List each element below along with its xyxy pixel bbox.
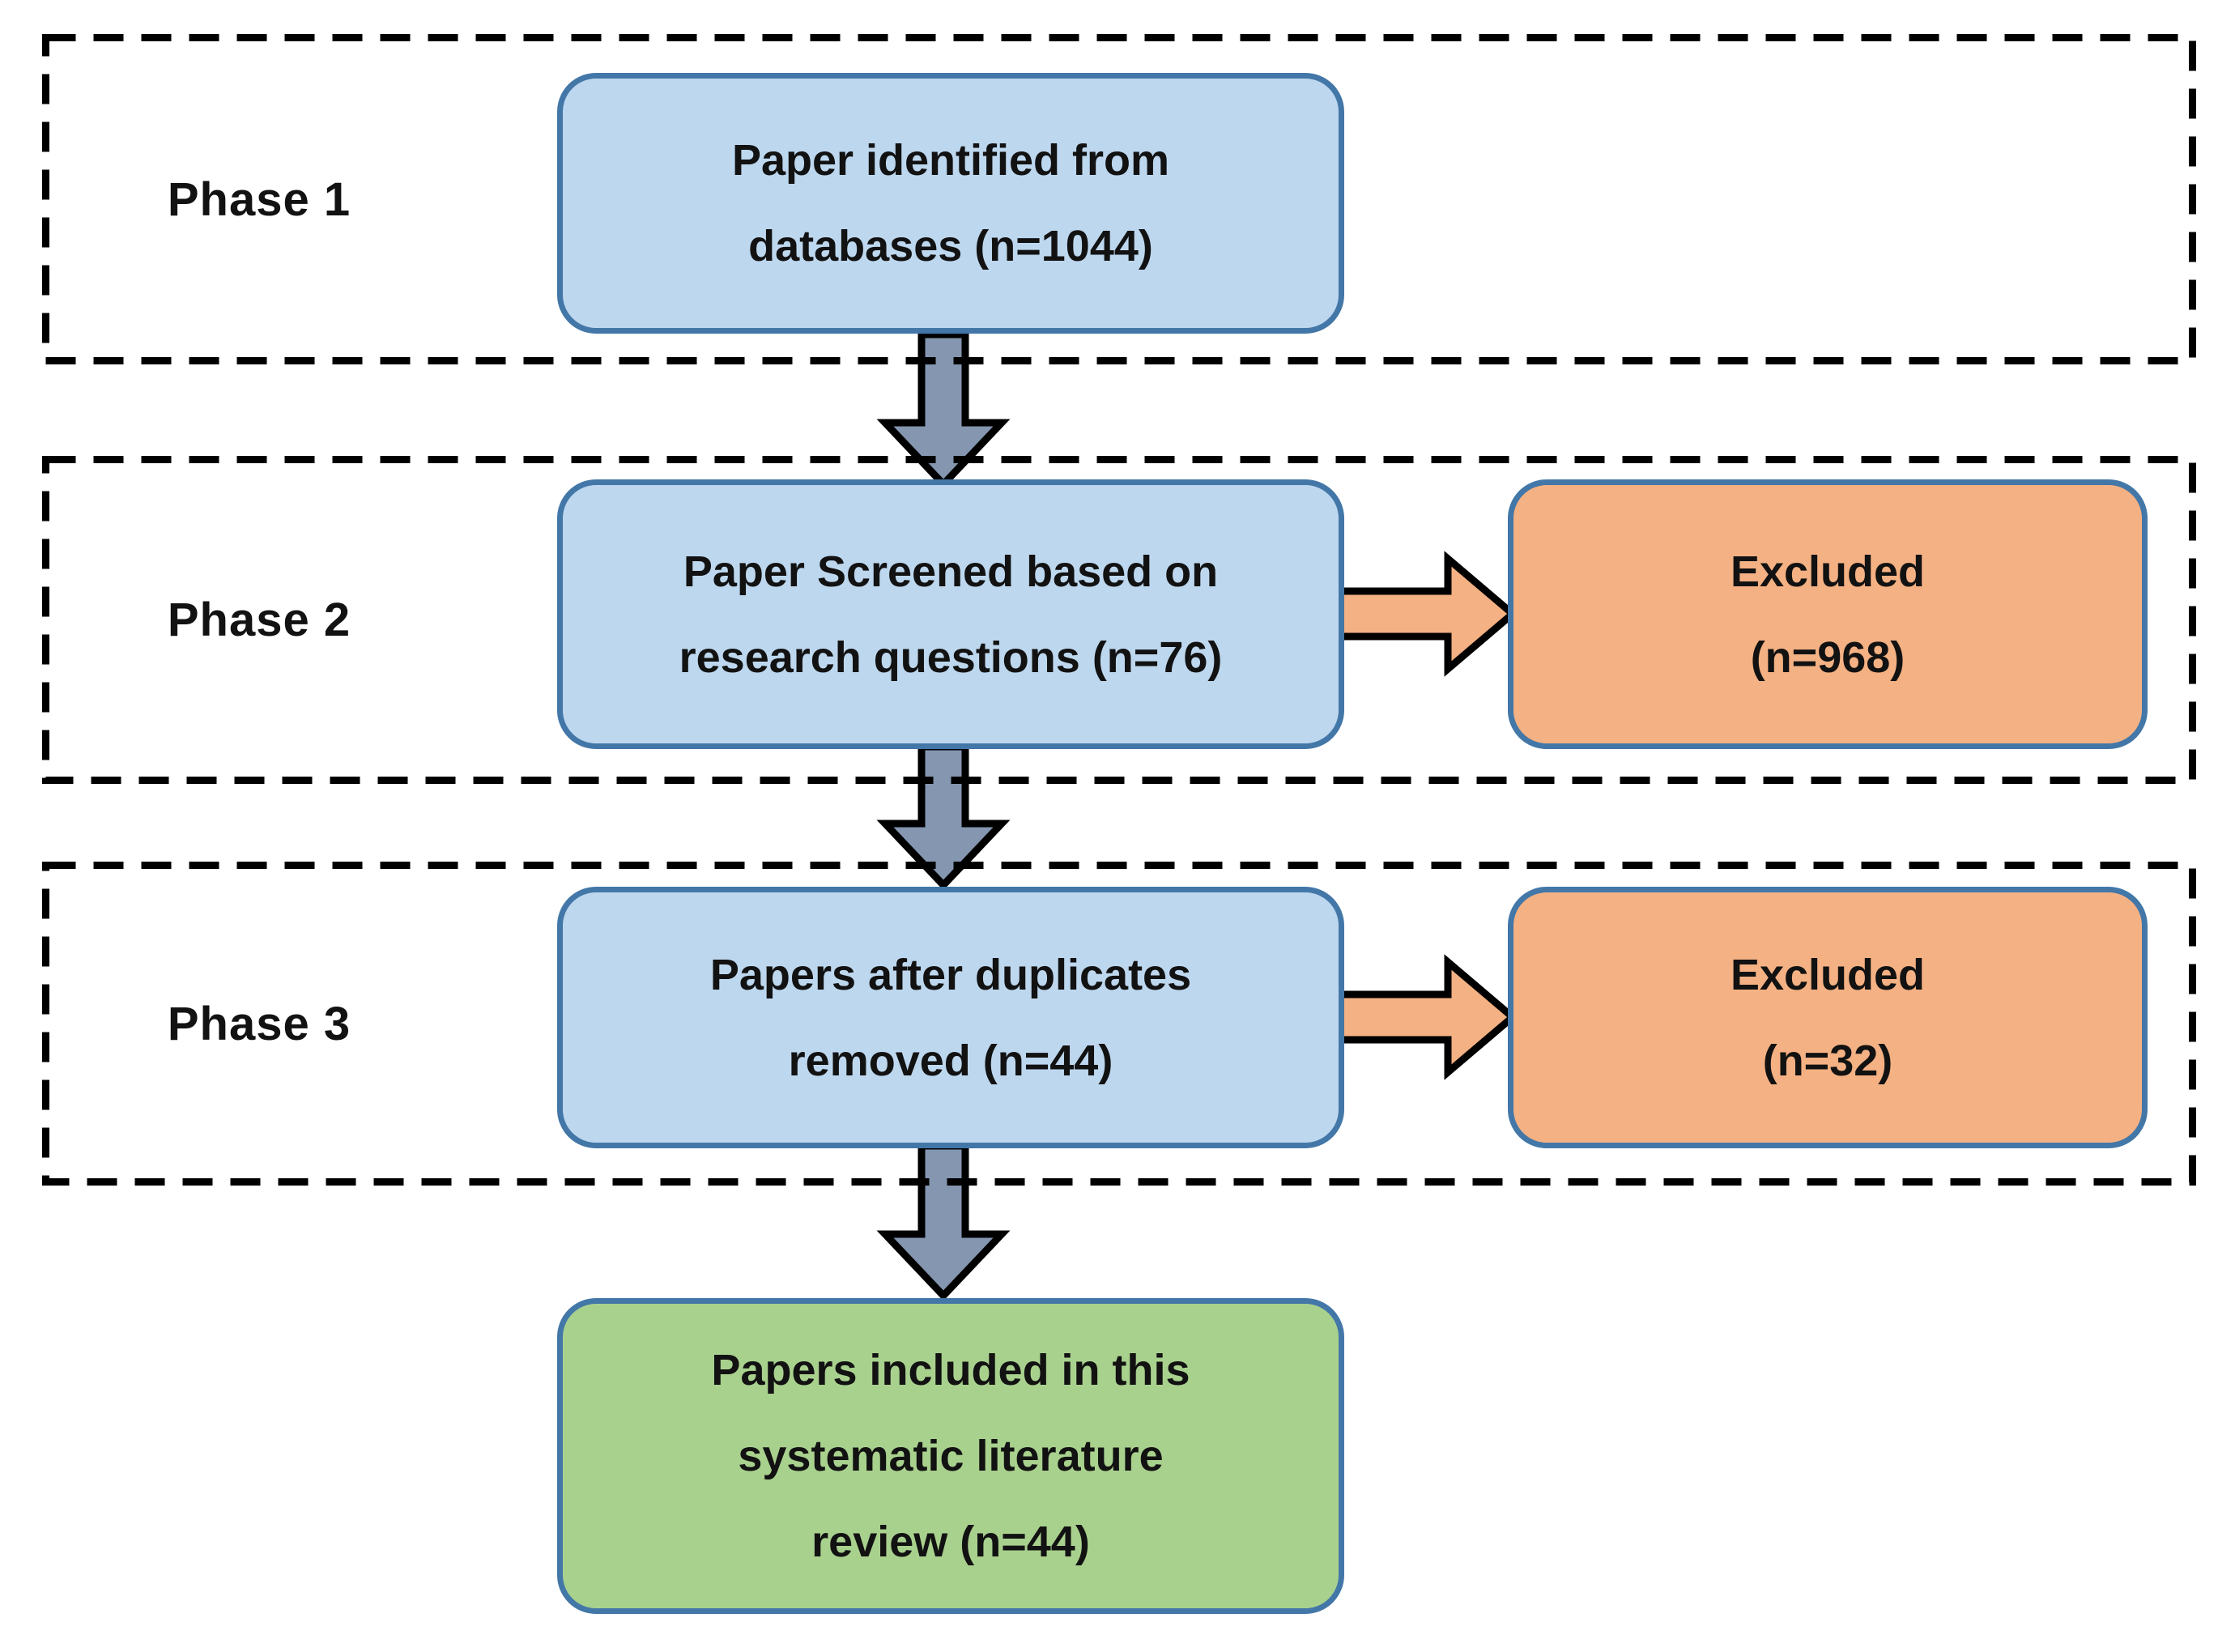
right-arrow-screened-to-excluded-icon (1336, 551, 1518, 677)
right-arrow-icon (1336, 551, 1518, 677)
screened-papers-line-2: research questions (n=76) (679, 632, 1223, 682)
phase-3-label-text: Phase 3 (167, 997, 351, 1050)
phase-2-label: Phase 2 (73, 456, 445, 784)
deduplicated-papers-line-2: removed (n=44) (788, 1036, 1113, 1085)
included-papers-line-1: Papers included in this (711, 1346, 1190, 1394)
excluded-duplicates-line-2: (n=32) (1762, 1036, 1893, 1085)
included-papers-line-3: review (n=44) (811, 1518, 1090, 1566)
down-arrow-icon (876, 1142, 1011, 1301)
excluded-screening-line-2: (n=968) (1750, 632, 1905, 682)
down-arrow-deduplicated-to-included-icon (876, 1142, 1011, 1301)
phase-1-label: Phase 1 (73, 34, 445, 364)
phase-1-label-text: Phase 1 (167, 172, 351, 226)
down-arrow-screened-to-deduplicated-icon (876, 743, 1011, 891)
excluded-duplicates-box: Excluded (n=32) (1508, 887, 2148, 1148)
excluded-duplicates-line-1: Excluded (1730, 950, 1926, 999)
phase-2-border (42, 456, 2196, 784)
deduplicated-papers-line-1: Papers after duplicates (709, 950, 1192, 999)
identified-papers-line-1: Paper identified from (731, 136, 1170, 185)
excluded-screening-line-1: Excluded (1730, 547, 1926, 596)
down-arrow-identified-to-screened-icon (876, 330, 1011, 490)
phase-1-border (42, 34, 2196, 364)
screened-papers-box: Paper Screened based on research questio… (557, 479, 1344, 749)
phase-3-label: Phase 3 (73, 862, 445, 1186)
down-arrow-icon (876, 330, 1011, 490)
excluded-screening-box: Excluded (n=968) (1508, 479, 2148, 749)
right-arrow-deduplicated-to-excluded-icon (1336, 954, 1518, 1080)
included-papers-box: Papers included in this systematic liter… (557, 1298, 1344, 1614)
identified-papers-box: Paper identified from databases (n=1044) (557, 73, 1344, 334)
screened-papers-line-1: Paper Screened based on (683, 547, 1219, 596)
right-arrow-icon (1336, 954, 1518, 1080)
included-papers-line-2: systematic literature (738, 1432, 1164, 1480)
deduplicated-papers-box: Papers after duplicates removed (n=44) (557, 887, 1344, 1148)
down-arrow-icon (876, 743, 1011, 891)
phase-3-border (42, 862, 2196, 1186)
identified-papers-line-2: databases (n=1044) (748, 222, 1153, 270)
phase-2-label-text: Phase 2 (167, 594, 351, 646)
